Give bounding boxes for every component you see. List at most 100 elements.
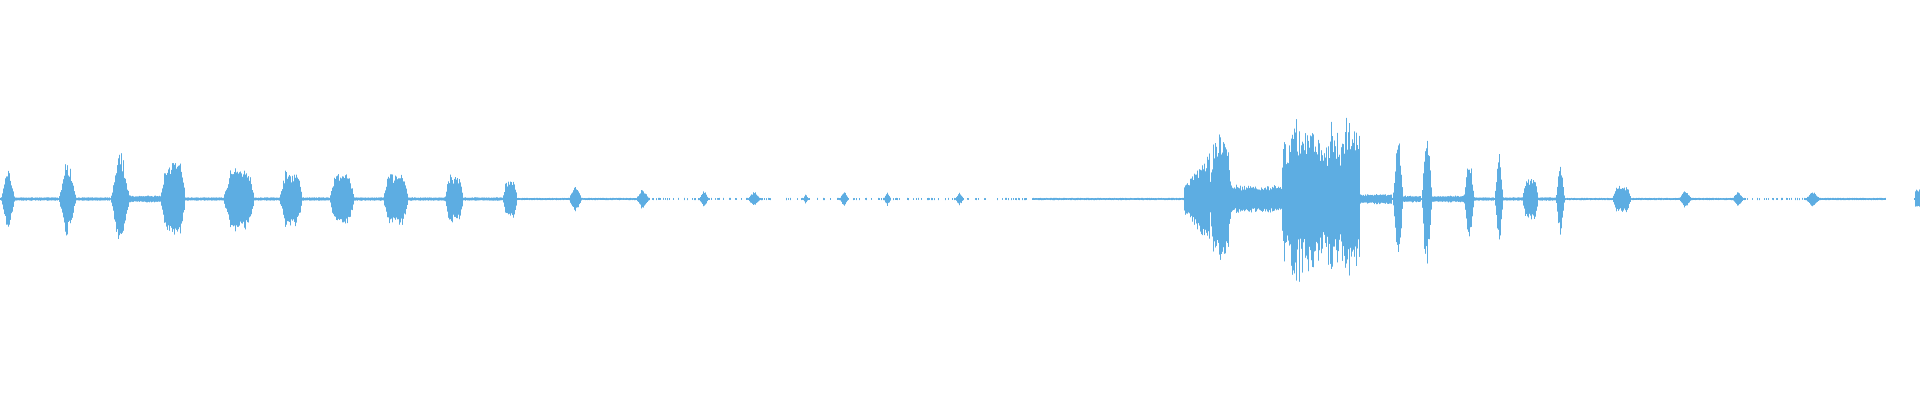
waveform-bar [455,177,456,217]
waveform-bar [12,188,13,212]
waveform-bar [955,198,956,200]
waveform-bar [307,197,308,201]
waveform-bar [1869,198,1870,200]
waveform-bar [788,198,789,200]
waveform-bar [884,197,885,201]
waveform-bar [1026,198,1027,200]
waveform-segment [384,174,408,225]
waveform-bar [1797,197,1798,201]
waveform-bar [1210,181,1211,213]
waveform-bar [1289,145,1290,246]
waveform-bar [1443,196,1444,202]
waveform-bar [1392,197,1393,200]
waveform-bar [1456,196,1457,202]
waveform-bar [1196,174,1197,224]
waveform-bar [641,190,642,209]
waveform-bar [66,170,67,236]
waveform-bar [523,198,524,200]
waveform-bar [500,197,501,201]
waveform-bar [1543,197,1544,201]
waveform-bar [1656,198,1657,201]
waveform-bar [719,197,720,200]
waveform-bar [1726,197,1727,201]
waveform-bar [471,197,472,201]
waveform-bar [369,197,370,201]
waveform-bar [334,177,335,217]
waveform-bar [1186,184,1187,214]
waveform-bar [1422,190,1423,208]
waveform-bar [602,197,603,200]
waveform-bar [1163,198,1164,200]
waveform-bar [1634,198,1635,200]
waveform-bar [730,197,731,200]
waveform-bar [1113,198,1114,201]
waveform-segment [1612,185,1631,213]
waveform-bar [1094,198,1095,201]
waveform-bar [1216,146,1217,246]
waveform-bar [1016,198,1017,201]
waveform-bar [1145,198,1146,200]
waveform-bar [475,197,476,201]
waveform-bar [790,197,791,201]
waveform-bar [760,198,761,200]
waveform-bar [273,197,274,201]
waveform-bar [1054,197,1055,201]
waveform-bar [28,197,29,201]
waveform-bar [1346,117,1347,264]
waveform-bar [1791,197,1792,200]
waveform-bar [1266,189,1267,210]
waveform-bar [259,197,260,201]
waveform-bar [1510,197,1511,201]
waveform-bar [1294,128,1295,274]
waveform-bar [430,197,431,201]
waveform-bar [1408,196,1409,202]
waveform-bar [1504,197,1505,201]
waveform-bar [195,197,196,201]
waveform-bar [0,197,1,200]
waveform-bar [1614,193,1615,205]
waveform-segment [1032,197,1185,201]
waveform-bar [1719,198,1720,200]
waveform-bar [1842,198,1843,200]
waveform-bar [1100,197,1101,200]
waveform-bar [1358,149,1359,240]
waveform-bar [271,197,272,201]
waveform-segment [1691,197,1732,201]
waveform-bar [1305,133,1306,258]
waveform-bar [1914,198,1915,200]
waveform-bar [1343,144,1344,247]
waveform-bar [1680,197,1681,202]
waveform-bar [214,197,215,201]
waveform-bar [1744,197,1745,201]
waveform-bar [365,197,366,201]
waveform-bar [1281,188,1282,209]
waveform-bar [1861,198,1862,201]
waveform-bar [1515,197,1516,201]
waveform-bar [1603,198,1604,200]
waveform-bar [436,197,437,201]
waveform-bar [406,188,407,209]
waveform-bar [1171,197,1172,201]
waveform-bar [1747,198,1748,200]
waveform-bar [1316,152,1317,242]
waveform-bar [133,196,134,202]
waveform-bar [341,178,342,220]
waveform-bar [224,194,225,204]
waveform-bar [1412,196,1413,203]
waveform-bar [1701,198,1702,200]
waveform-bar [209,197,210,201]
waveform-bar [1631,198,1632,200]
waveform-bar [1247,188,1248,211]
waveform-bar [466,197,467,201]
waveform-bar [962,196,963,201]
waveform-bar [1607,197,1608,201]
waveform-bar [660,198,661,200]
waveform-bar [770,198,771,201]
waveform-bar [1389,195,1390,204]
waveform-segment [1464,168,1475,237]
waveform-bar [1609,198,1610,201]
waveform-bar [176,168,177,230]
waveform-bar [166,175,167,227]
waveform-bar [574,187,575,210]
waveform-bar [1127,198,1128,200]
